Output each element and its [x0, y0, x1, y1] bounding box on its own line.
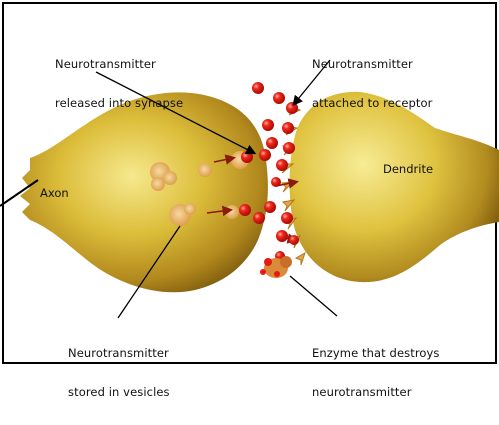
label-enzyme: Enzyme that destroys neurotransmitter [312, 321, 440, 425]
enzyme [260, 256, 292, 278]
label-attached: Neurotransmitter attached to receptor [312, 32, 432, 136]
label-stored-line2: stored in vesicles [68, 386, 170, 399]
label-enzyme-line2: neurotransmitter [312, 386, 440, 399]
label-stored-line1: Neurotransmitter [68, 347, 170, 360]
label-dendrite: Dendrite [383, 162, 433, 176]
label-released: Neurotransmitter released into synapse [55, 32, 183, 136]
label-released-line1: Neurotransmitter [55, 58, 183, 71]
label-axon: Axon [40, 186, 69, 200]
label-attached-line2: attached to receptor [312, 97, 432, 110]
callout-enzyme [290, 276, 337, 316]
synapse-diagram: Neurotransmitter released into synapse N… [0, 0, 499, 369]
label-released-line2: released into synapse [55, 97, 183, 110]
label-attached-line1: Neurotransmitter [312, 58, 432, 71]
label-enzyme-line1: Enzyme that destroys [312, 347, 440, 360]
label-stored: Neurotransmitter stored in vesicles [68, 321, 170, 425]
